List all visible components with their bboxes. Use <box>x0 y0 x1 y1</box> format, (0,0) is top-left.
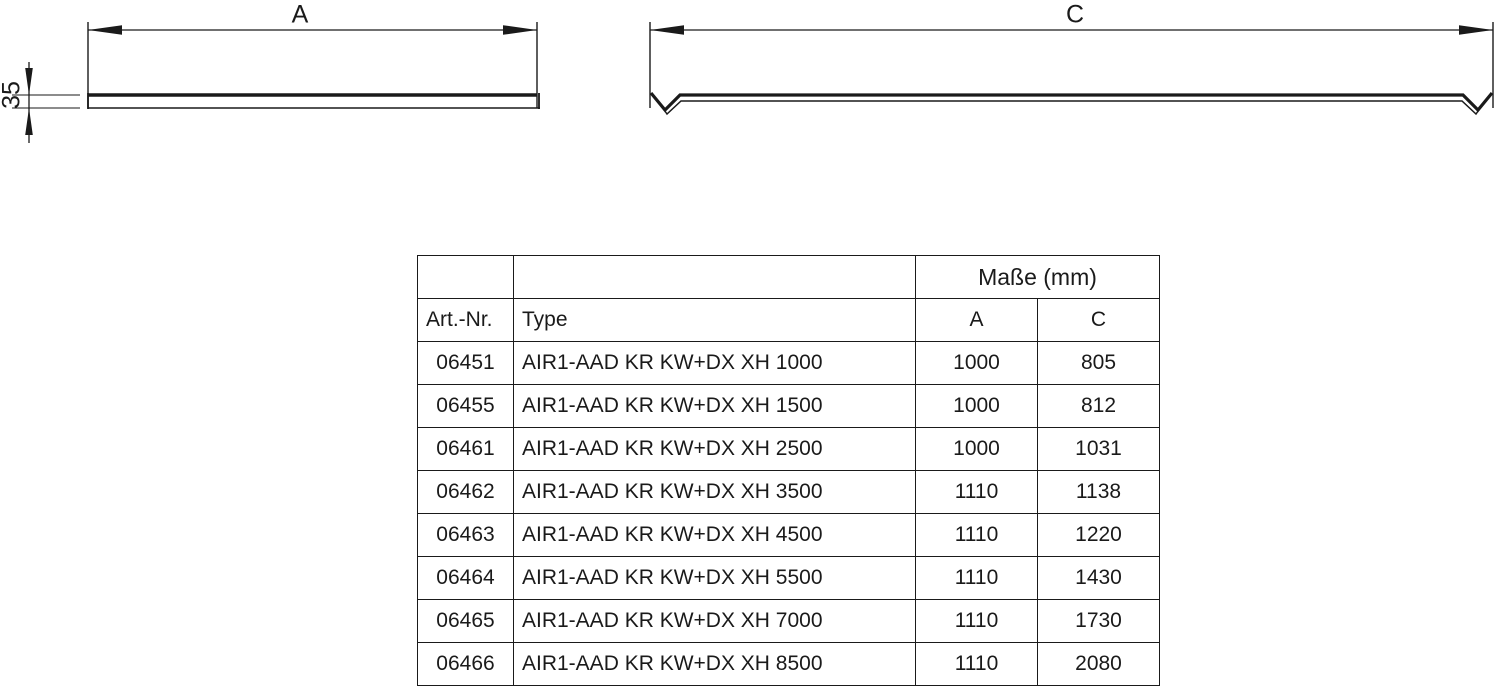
dimension-label-c: C <box>1066 1 1084 29</box>
table-header-row-span: Maße (mm) <box>417 255 1161 299</box>
header-dim-c: C <box>1036 298 1161 342</box>
left-view: A <box>87 1 540 109</box>
table-header-row-cols: Art.-Nr. Type A C <box>417 298 1161 342</box>
cell-dim-a: 1110 <box>915 470 1038 514</box>
cell-dim-a: 1110 <box>915 513 1038 557</box>
cell-dim-c: 2080 <box>1036 642 1161 686</box>
cell-art-nr: 06464 <box>417 556 514 600</box>
cell-dim-c: 1430 <box>1036 556 1161 600</box>
arrowhead-a-left <box>88 25 122 35</box>
cell-dim-c: 1220 <box>1036 513 1161 557</box>
cell-dim-c: 812 <box>1036 384 1161 428</box>
cell-dim-c: 1138 <box>1036 470 1161 514</box>
arrowhead-thickness-bottom <box>25 108 33 135</box>
header-blank-cell <box>417 255 514 299</box>
arrowhead-c-right <box>1459 25 1493 35</box>
header-type: Type <box>513 298 916 342</box>
header-art-nr: Art.-Nr. <box>417 298 514 342</box>
header-measures: Maße (mm) <box>914 255 1161 299</box>
cell-art-nr: 06451 <box>417 341 514 385</box>
header-dim-a: A <box>915 298 1038 342</box>
cell-type: AIR1-AAD KR KW+DX XH 1500 <box>513 384 916 428</box>
cell-dim-c: 1730 <box>1036 599 1161 643</box>
dimension-label-a: A <box>292 1 309 29</box>
cell-type: AIR1-AAD KR KW+DX XH 4500 <box>513 513 916 557</box>
cell-type: AIR1-AAD KR KW+DX XH 2500 <box>513 427 916 471</box>
cell-dim-a: 1000 <box>915 341 1038 385</box>
right-view: C <box>649 1 1494 116</box>
cell-type: AIR1-AAD KR KW+DX XH 7000 <box>513 599 916 643</box>
cell-type: AIR1-AAD KR KW+DX XH 8500 <box>513 642 916 686</box>
cell-dim-a: 1110 <box>915 599 1038 643</box>
dimension-label-thickness: 35 <box>0 81 26 109</box>
cell-art-nr: 06465 <box>417 599 514 643</box>
cell-dim-a: 1110 <box>915 556 1038 600</box>
table-header: Maße (mm) Art.-Nr. Type A C <box>417 255 1161 342</box>
arrowhead-thickness-top <box>25 68 33 95</box>
cell-dim-a: 1000 <box>915 384 1038 428</box>
cell-dim-c: 1031 <box>1036 427 1161 471</box>
cell-art-nr: 06466 <box>417 642 514 686</box>
cell-type: AIR1-AAD KR KW+DX XH 1000 <box>513 341 916 385</box>
thickness-dimension: 35 <box>0 62 80 143</box>
arrowhead-a-right <box>503 25 537 35</box>
arrowhead-c-left <box>650 25 684 35</box>
cell-art-nr: 06461 <box>417 427 514 471</box>
cell-dim-a: 1000 <box>915 427 1038 471</box>
drawing-area: A 35 <box>0 0 1500 250</box>
cell-dim-a: 1110 <box>915 642 1038 686</box>
header-blank-cell-2 <box>513 255 916 299</box>
cell-art-nr: 06463 <box>417 513 514 557</box>
cell-art-nr: 06455 <box>417 384 514 428</box>
cell-art-nr: 06462 <box>417 470 514 514</box>
part-bottom-edge-right-view <box>654 96 1489 116</box>
cell-dim-c: 805 <box>1036 341 1161 385</box>
cell-type: AIR1-AAD KR KW+DX XH 3500 <box>513 470 916 514</box>
cell-type: AIR1-AAD KR KW+DX XH 5500 <box>513 556 916 600</box>
drawing-svg: A 35 <box>0 1 1494 143</box>
